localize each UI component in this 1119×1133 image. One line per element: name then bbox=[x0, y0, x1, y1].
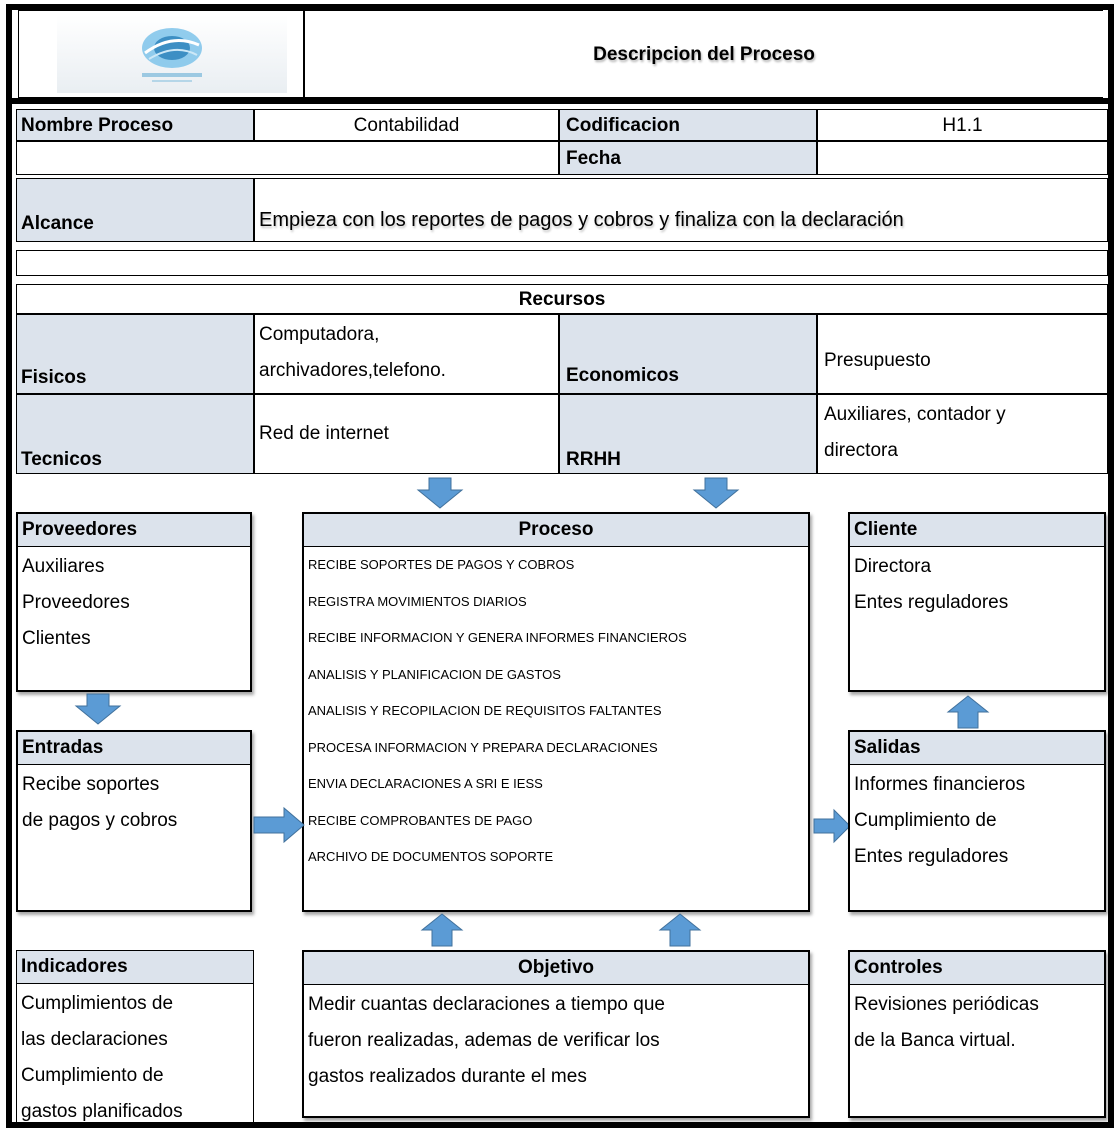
economicos-label-text: Economicos bbox=[566, 365, 679, 386]
fisicos-value: Computadora, archivadores,telefono. bbox=[254, 314, 559, 394]
list-item: Entes reguladores bbox=[854, 592, 1009, 613]
cliente-title: Cliente bbox=[850, 514, 1104, 547]
title-cell: Descripcion del Proceso bbox=[304, 10, 1103, 98]
alcance-label-text: Alcance bbox=[21, 213, 94, 234]
fecha-label: Fecha bbox=[559, 141, 817, 175]
logo-cell bbox=[18, 10, 304, 98]
up-arrow-icon bbox=[658, 913, 702, 947]
list-item: Cumplimiento de bbox=[21, 1065, 164, 1086]
list-item: gastos planificados bbox=[21, 1101, 183, 1122]
objetivo-box: Objetivo Medir cuantas declaraciones a t… bbox=[302, 950, 810, 1118]
process-step: REGISTRA MOVIMIENTOS DIARIOS bbox=[308, 593, 527, 609]
tecnicos-text: Red de internet bbox=[259, 423, 389, 444]
list-item: las declaraciones bbox=[21, 1029, 168, 1050]
economicos-text: Presupuesto bbox=[824, 350, 931, 371]
rrhh-label-text: RRHH bbox=[566, 449, 621, 470]
process-step: ANALISIS Y PLANIFICACION DE GASTOS bbox=[308, 666, 561, 682]
objetivo-title: Objetivo bbox=[304, 952, 808, 985]
fisicos-label: Fisicos bbox=[16, 314, 254, 394]
down-arrow-icon bbox=[416, 477, 464, 509]
list-item: Directora bbox=[854, 556, 932, 577]
fisicos-label-text: Fisicos bbox=[21, 367, 87, 388]
spacer-row bbox=[16, 250, 1108, 276]
cliente-box: Cliente Directora Entes reguladores bbox=[848, 512, 1106, 692]
process-step: ANALISIS Y RECOPILACION DE REQUISITOS FA… bbox=[308, 703, 662, 718]
alcance-label: Alcance bbox=[16, 178, 254, 242]
list-item: fueron realizadas, ademas de verificar l… bbox=[308, 1030, 660, 1051]
list-item: de pagos y cobros bbox=[22, 810, 178, 831]
list-item: Recibe soportes bbox=[22, 774, 160, 795]
fisicos-line: Computadora, bbox=[259, 324, 380, 345]
salidas-title: Salidas bbox=[850, 732, 1104, 765]
process-step: RECIBE COMPROBANTES DE PAGO bbox=[308, 812, 533, 828]
page-title: Descripcion del Proceso bbox=[593, 44, 815, 65]
fecha-blank-cell bbox=[16, 141, 559, 175]
alcance-text: Empieza con los reportes de pagos y cobr… bbox=[259, 209, 904, 231]
recursos-title: Recursos bbox=[16, 284, 1108, 314]
nombre-proceso-label: Nombre Proceso bbox=[16, 109, 254, 141]
list-item: Entes reguladores bbox=[854, 846, 1009, 867]
down-arrow-icon bbox=[692, 477, 740, 509]
economicos-value: Presupuesto bbox=[817, 314, 1108, 394]
up-arrow-icon bbox=[946, 695, 990, 729]
codificacion-value: H1.1 bbox=[817, 109, 1108, 141]
economicos-label: Economicos bbox=[559, 314, 817, 394]
process-step: RECIBE INFORMACION Y GENERA INFORMES FIN… bbox=[308, 630, 687, 645]
right-arrow-icon bbox=[253, 806, 305, 844]
list-item: Auxiliares bbox=[22, 556, 105, 577]
salidas-box: Salidas Informes financieros Cumplimient… bbox=[848, 730, 1106, 912]
process-step: ARCHIVO DE DOCUMENTOS SOPORTE bbox=[308, 849, 554, 864]
list-item: Cumplimiento de bbox=[854, 810, 997, 831]
tecnicos-value: Red de internet bbox=[254, 394, 559, 474]
controles-box: Controles Revisiones periódicas de la Ba… bbox=[848, 950, 1106, 1118]
rrhh-value: Auxiliares, contador y directora bbox=[817, 394, 1108, 474]
entradas-box: Entradas Recibe soportes de pagos y cobr… bbox=[16, 730, 252, 912]
process-step: ENVIA DECLARACIONES A SRI E IESS bbox=[308, 776, 543, 791]
process-step: PROCESA INFORMACION Y PREPARA DECLARACIO… bbox=[308, 739, 658, 755]
list-item: de la Banca virtual. bbox=[854, 1030, 1016, 1051]
tecnicos-label-text: Tecnicos bbox=[21, 449, 102, 470]
indicadores-title: Indicadores bbox=[17, 951, 253, 984]
controles-title: Controles bbox=[850, 952, 1104, 985]
company-logo bbox=[57, 15, 287, 93]
rrhh-label: RRHH bbox=[559, 394, 817, 474]
proveedores-title: Proveedores bbox=[18, 514, 250, 547]
fecha-value bbox=[817, 141, 1108, 175]
codificacion-label: Codificacion bbox=[559, 109, 817, 141]
alcance-value: Empieza con los reportes de pagos y cobr… bbox=[254, 178, 1108, 242]
indicadores-box: Indicadores Cumplimientos de las declara… bbox=[16, 950, 254, 1122]
right-arrow-icon bbox=[813, 808, 851, 844]
proceso-box: Proceso RECIBE SOPORTES DE PAGOS Y COBRO… bbox=[302, 512, 810, 912]
entradas-title: Entradas bbox=[18, 732, 250, 765]
down-arrow-icon bbox=[74, 693, 122, 725]
list-item: Informes financieros bbox=[854, 774, 1026, 795]
list-item: Revisiones periódicas bbox=[854, 994, 1039, 1015]
process-step: RECIBE SOPORTES DE PAGOS Y COBROS bbox=[308, 557, 575, 572]
rrhh-line: directora bbox=[824, 440, 898, 461]
header-divider bbox=[10, 98, 1108, 104]
tecnicos-label: Tecnicos bbox=[16, 394, 254, 474]
globe-logo-icon bbox=[142, 28, 202, 82]
rrhh-line: Auxiliares, contador y bbox=[824, 404, 1006, 425]
proceso-title: Proceso bbox=[304, 514, 808, 547]
list-item: Medir cuantas declaraciones a tiempo que bbox=[308, 994, 665, 1015]
fisicos-line: archivadores,telefono. bbox=[259, 360, 446, 381]
up-arrow-icon bbox=[420, 913, 464, 947]
nombre-proceso-value: Contabilidad bbox=[254, 109, 559, 141]
list-item: Clientes bbox=[22, 628, 91, 649]
list-item: Proveedores bbox=[22, 592, 130, 613]
proveedores-box: Proveedores Auxiliares Proveedores Clien… bbox=[16, 512, 252, 692]
list-item: gastos realizados durante el mes bbox=[308, 1066, 587, 1087]
list-item: Cumplimientos de bbox=[21, 993, 174, 1014]
